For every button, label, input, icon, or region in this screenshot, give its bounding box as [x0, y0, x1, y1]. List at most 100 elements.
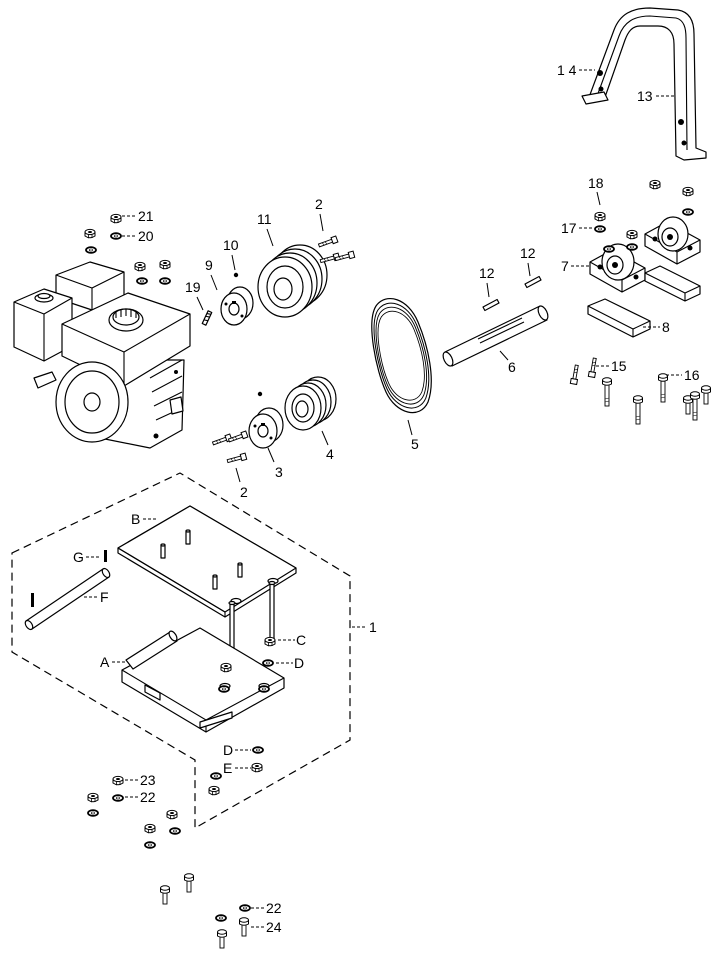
callout-pillow-block-bearing: 7: [561, 258, 569, 274]
flat-washer: [159, 277, 171, 285]
hex-nut: [649, 179, 661, 190]
flat-washer: [136, 277, 148, 285]
hex-nut: [159, 259, 171, 270]
callout-base-plate-a: A: [100, 654, 110, 670]
callout-rod-f: F: [100, 589, 109, 605]
hex-nut: [84, 228, 96, 239]
flat-washer: [210, 772, 222, 780]
callout-mount-washer-upper: 22: [140, 789, 156, 805]
hex-nut: [112, 775, 124, 786]
callout-lower-hub: 3: [275, 464, 283, 480]
leader-lines: [84, 69, 682, 928]
callout-base-assembly: 1: [369, 619, 377, 635]
engine: [13, 261, 191, 449]
spacer-plate-upper: [644, 265, 701, 302]
pillow-block-bearing-rear: [644, 216, 701, 265]
flat-washer: [239, 904, 251, 912]
leader-line: [596, 191, 601, 206]
choke-lever: [33, 371, 57, 389]
callout-upper-hub: 9: [205, 257, 213, 273]
flat-washer: [262, 659, 274, 667]
hex-bolt: [184, 873, 194, 893]
hex-nut: [626, 229, 638, 240]
flat-washer: [682, 208, 694, 216]
long-bolt: [690, 391, 700, 421]
short-bolt: [587, 357, 599, 379]
callout-jackshaft: 6: [508, 359, 516, 375]
callout-hub-dot: 10: [223, 237, 239, 253]
callout-key-left: 12: [479, 265, 495, 281]
leader-line: [499, 350, 509, 361]
long-bolt: [602, 377, 612, 407]
callout-nut-c: C: [296, 632, 306, 648]
set-screw: [201, 310, 213, 326]
leader-line: [319, 213, 324, 232]
callout-engine-nut: 21: [138, 208, 154, 224]
hex-nut: [251, 762, 263, 773]
hex-nut: [87, 792, 99, 803]
callout-guard-bolt: 1 4: [557, 62, 577, 78]
plate-stud: [185, 529, 191, 545]
callout-long-bolt: 16: [684, 367, 700, 383]
callout-labels: 1 4 13 18 17 7 8 12 12 6 15 16 5 21 20 1…: [73, 62, 700, 935]
callout-mount-bolt: 24: [266, 919, 282, 935]
flat-washer: [594, 225, 606, 233]
flat-washer: [85, 246, 97, 254]
hub-dot: [257, 391, 263, 397]
flat-washer: [144, 841, 156, 849]
hex-bolt: [239, 917, 249, 937]
hex-nut: [166, 809, 178, 820]
callout-large-pulley: 11: [257, 211, 272, 227]
leader-line: [527, 262, 531, 277]
callout-washer-d-lower: D: [223, 742, 233, 758]
belt-guard: [581, 7, 707, 161]
taper-hub-lower: [248, 407, 284, 449]
shaft-key: [524, 275, 542, 289]
hex-bolt: [160, 885, 170, 905]
hex-bolt: [217, 929, 227, 949]
guard-nut: [681, 140, 687, 146]
plate-stud: [212, 574, 218, 590]
flat-washer: [215, 914, 227, 922]
shaft-key: [482, 298, 500, 312]
guard-nut: [598, 86, 604, 92]
callout-hub-screws-upper: 2: [315, 196, 323, 212]
hex-nut: [682, 186, 694, 197]
callout-short-bolt: 15: [611, 358, 627, 374]
callout-spacer-plate: 8: [662, 319, 670, 335]
callout-mount-nut: 23: [140, 772, 156, 788]
recoil-starter: [55, 361, 129, 443]
flat-washer: [258, 685, 270, 693]
large-pulley: [257, 244, 328, 318]
guard-nut: [678, 119, 684, 125]
hex-nut: [220, 662, 232, 673]
callout-small-pulley: 4: [326, 446, 334, 462]
leader-line: [231, 254, 236, 271]
long-bolt: [633, 395, 643, 425]
hub-dot: [233, 272, 239, 278]
flat-washer: [169, 827, 181, 835]
long-bolt: [658, 373, 668, 403]
callout-v-belt: 5: [411, 436, 419, 452]
callout-base-plate-b: B: [131, 511, 140, 527]
callout-set-screw: 19: [185, 279, 201, 295]
hex-nut: [144, 823, 156, 834]
hex-nut: [594, 211, 606, 222]
plate-stud: [237, 562, 243, 578]
callout-washer-d-upper: D: [294, 655, 304, 671]
callout-mount-washer-lower: 22: [266, 900, 282, 916]
hex-nut: [208, 785, 220, 796]
small-pulley: [284, 376, 337, 431]
flat-washer: [603, 245, 615, 253]
callout-bearing-washer: 17: [561, 220, 577, 236]
hex-nut: [110, 213, 122, 224]
guard-nut: [597, 70, 603, 76]
hub-screw: [226, 452, 248, 465]
jackshaft: [442, 305, 549, 367]
base-assembly-boundary: [11, 472, 351, 830]
leader-line: [407, 419, 413, 436]
leader-line: [321, 430, 329, 446]
base-plate-b: [117, 505, 297, 618]
flat-washer: [218, 685, 230, 693]
callout-belt-guard: 13: [637, 88, 653, 104]
